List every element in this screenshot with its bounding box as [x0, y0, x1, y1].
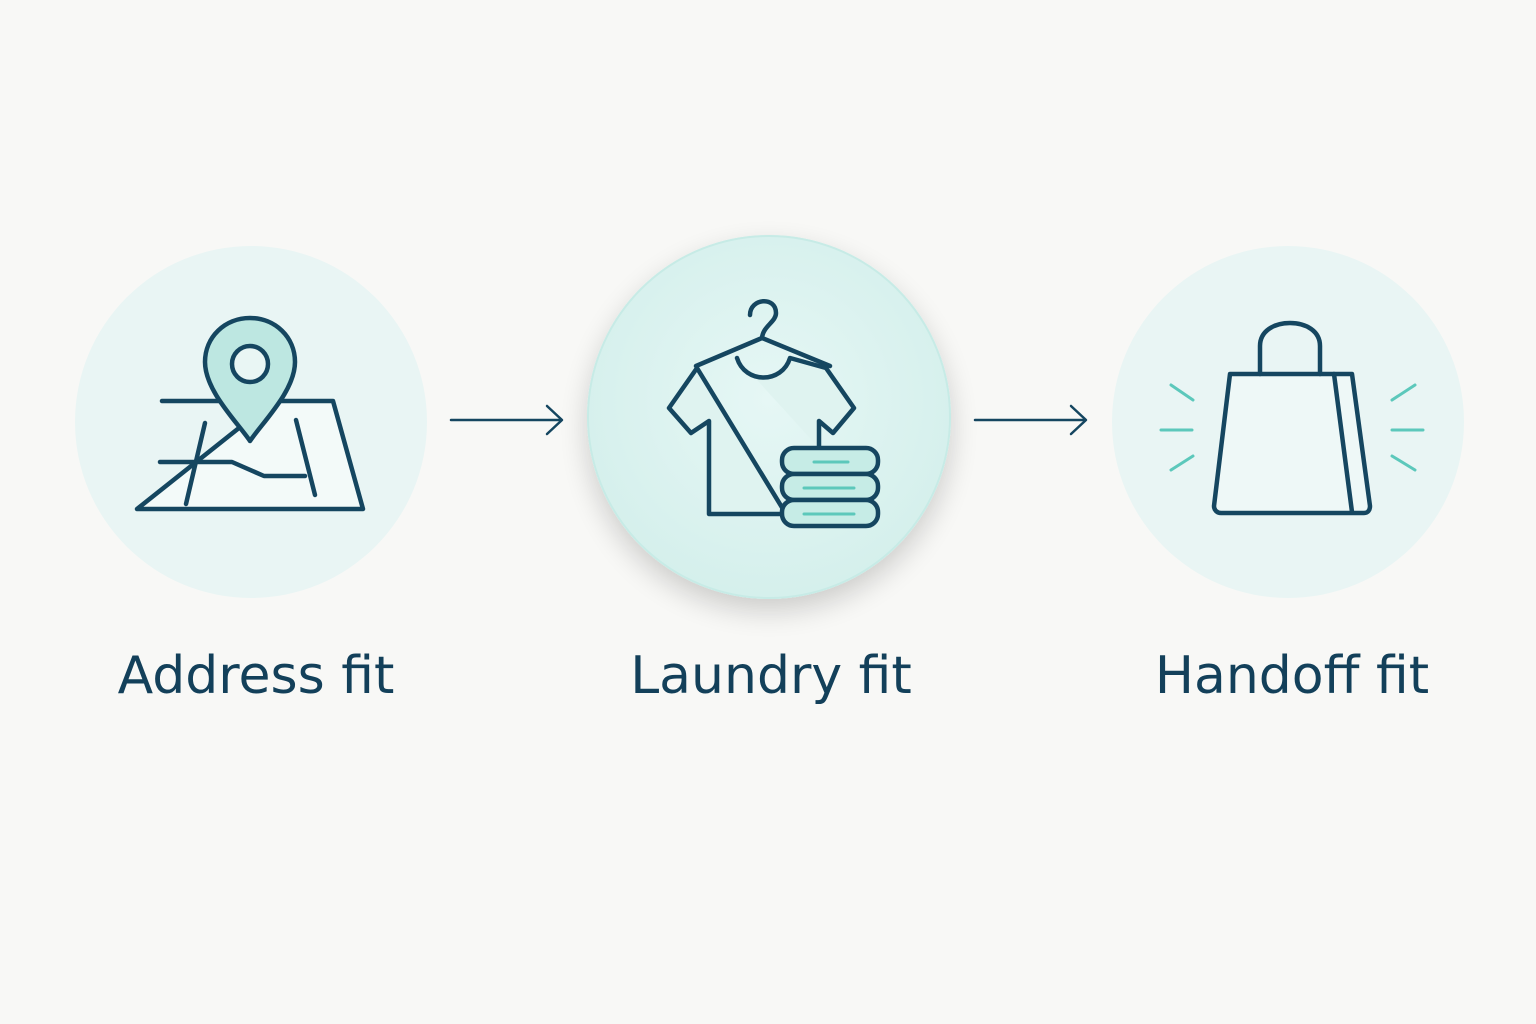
shopping-bag-icon: [1211, 320, 1373, 516]
arrow-right-icon: [449, 404, 564, 436]
arrow-right-icon: [973, 404, 1088, 436]
map-pin-icon: [134, 315, 366, 512]
step-label-laundry: Laundry fit: [630, 646, 912, 706]
step-label-handoff: Handoff fit: [1154, 646, 1430, 706]
shirt-hanger-stack-icon: [666, 299, 881, 529]
sparkle-icon: [1159, 383, 1425, 472]
step-label-address: Address fit: [117, 646, 395, 706]
